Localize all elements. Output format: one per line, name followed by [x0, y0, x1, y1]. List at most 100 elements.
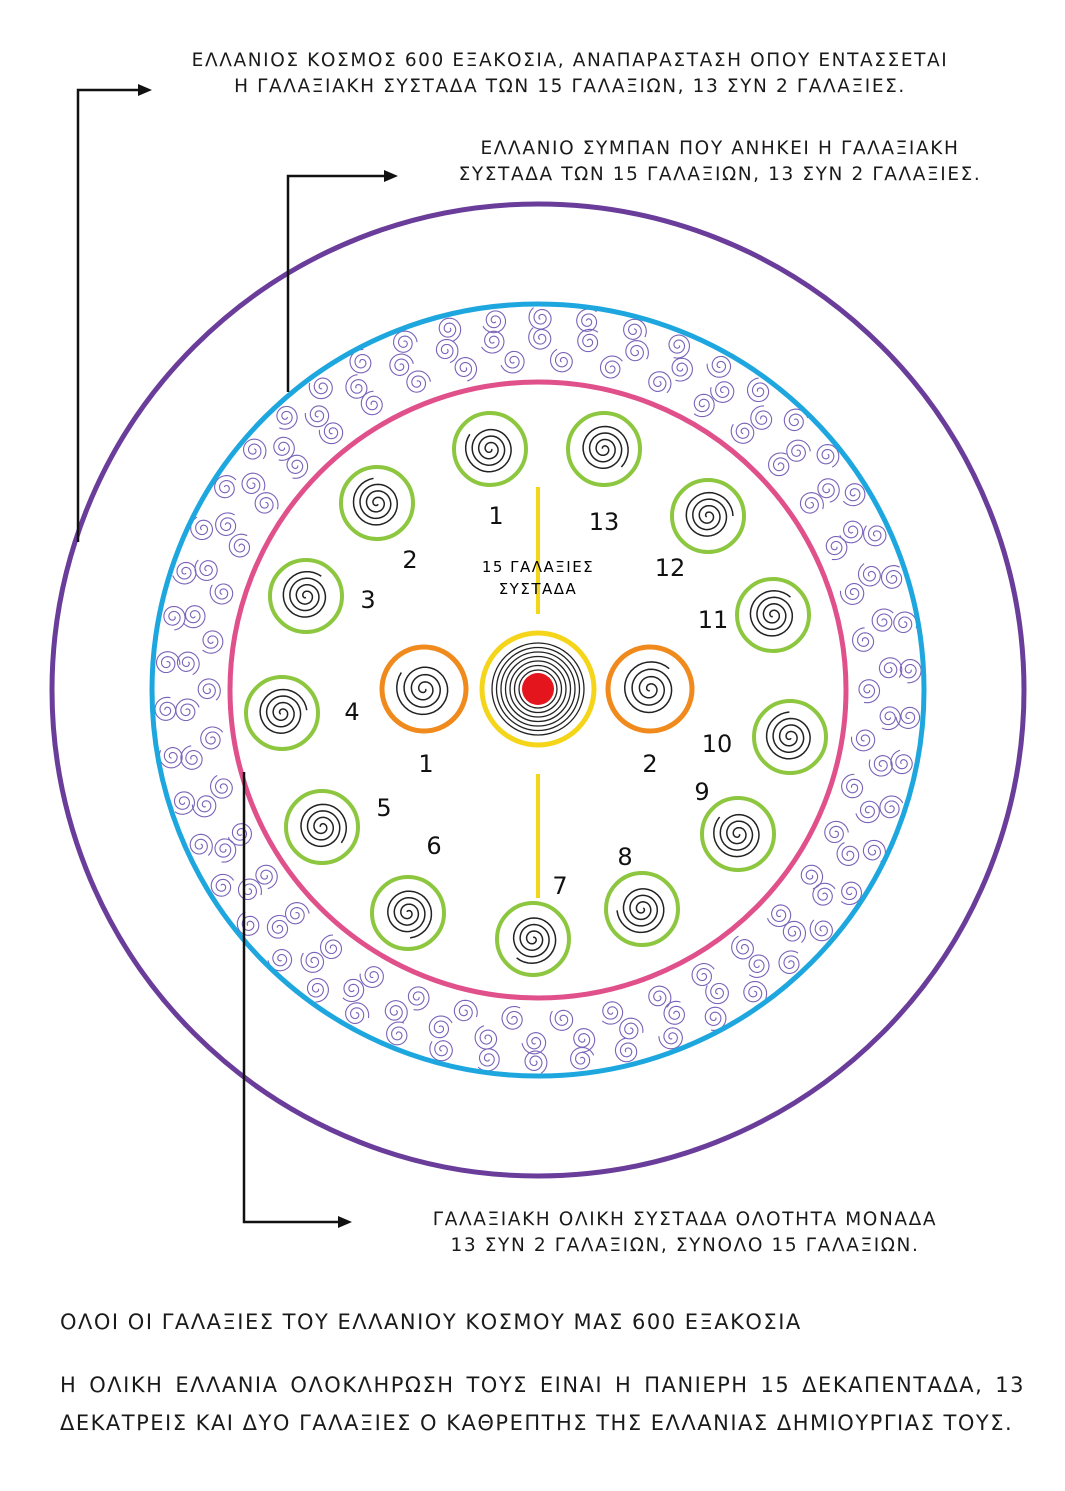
galaxy-ring — [495, 901, 571, 977]
center-label-line1: 15 ΓΑΛΑΞΙΕΣ — [482, 558, 594, 576]
swirl-mark — [743, 980, 768, 1003]
swirl-mark — [800, 864, 824, 890]
swirl-mark — [524, 1050, 548, 1074]
swirl-mark — [576, 308, 598, 332]
swirl-mark — [570, 1046, 595, 1070]
galaxy-number: 10 — [702, 730, 733, 758]
core-ring-line — [513, 664, 563, 714]
swirl-mark — [273, 436, 295, 461]
connector-outer — [76, 88, 140, 542]
swirl-mark — [573, 1028, 596, 1053]
swirl-mark — [601, 1001, 624, 1025]
swirl-mark — [319, 934, 343, 960]
swirl-mark — [438, 317, 462, 343]
swirl-mark — [276, 405, 298, 430]
swirl-mark — [342, 978, 365, 1003]
swirl-mark — [705, 982, 729, 1005]
galaxy-number: 6 — [426, 832, 441, 860]
swirl-mark — [619, 1017, 644, 1040]
swirl-mark — [706, 355, 732, 378]
swirl-mark — [778, 950, 800, 974]
swirl-mark — [349, 348, 372, 374]
swirl-mark — [393, 330, 418, 353]
galaxy-ring — [700, 796, 776, 872]
swirl-mark — [895, 706, 921, 729]
swirl-mark — [863, 525, 887, 547]
spiral-icon — [582, 425, 629, 470]
swirl-mark — [786, 439, 811, 462]
galaxy-ring — [244, 675, 320, 751]
swirl-mark — [648, 985, 672, 1008]
swirl-mark — [182, 605, 206, 629]
swirl-mark — [783, 408, 809, 432]
swirl-mark — [693, 393, 715, 418]
swirl-mark — [836, 842, 860, 866]
core-ring-line — [495, 646, 581, 732]
galaxy-ring — [268, 558, 344, 634]
caption-cosmos-line2: Η ΓΑΛΑΞΙΑΚΗ ΣΥΣΤΑΔΑ ΤΩΝ 15 ΓΑΛΑΞΙΩΝ, 13 … — [234, 76, 906, 97]
galaxy-number: 8 — [617, 843, 632, 871]
swirl-mark — [501, 1005, 523, 1030]
center-galaxy-ring — [379, 644, 469, 734]
swirl-mark — [671, 357, 693, 382]
center-label-line2: ΣΥΣΤΑΔΑ — [499, 580, 578, 598]
swirl-mark — [893, 611, 918, 634]
spiral-icon — [300, 803, 348, 848]
swirl-mark — [172, 561, 197, 585]
spiral-icon — [387, 890, 433, 939]
swirl-mark — [189, 833, 213, 856]
swirl-mark — [868, 755, 893, 777]
galaxy-ring — [452, 411, 528, 487]
swirl-mark — [879, 706, 901, 731]
galaxy-ring — [370, 875, 446, 951]
swirl-mark — [528, 307, 552, 330]
galaxy-ring — [752, 699, 828, 775]
swirl-mark — [236, 911, 260, 936]
swirl-mark — [197, 678, 221, 701]
galaxy-ring — [604, 871, 680, 947]
swirl-mark — [173, 791, 195, 815]
swirl-mark — [266, 914, 289, 939]
spiral-icon — [749, 590, 794, 637]
swirl-mark — [766, 904, 792, 928]
swirl-mark — [663, 1000, 685, 1025]
connector-mid — [286, 174, 386, 392]
swirl-mark — [855, 800, 880, 824]
swirl-mark — [500, 350, 525, 374]
arrow-head-mid — [384, 170, 398, 182]
swirl-mark — [176, 651, 200, 676]
swirl-mark — [750, 405, 773, 430]
swirl-mark — [389, 353, 414, 376]
swirl-mark — [155, 651, 181, 674]
spiral-icon — [512, 917, 557, 965]
swirl-mark — [241, 472, 266, 495]
swirl-mark — [704, 1006, 727, 1031]
caption-cluster: ΓΑΛΑΞΙΑΚΗ ΟΛΙΚΗ ΣΥΣΤΑΔΑ ΟΛΟΤΗΤΑ ΜΟΝΑΔΑ 1… — [355, 1207, 1015, 1259]
galaxy-ring — [670, 478, 746, 554]
caption-cosmos-line1: ΕΛΛΑΝΙΟΣ ΚΟΣΜΟΣ 600 ΕΞΑΚΟΣΙΑ, ΑΝΑΠΑΡΑΣΤΑ… — [191, 50, 949, 71]
swirl-mark — [799, 492, 824, 514]
swirl-mark — [880, 565, 903, 589]
spiral-icon — [623, 661, 673, 714]
swirl-mark — [407, 986, 430, 1011]
swirl-mark — [228, 533, 251, 558]
swirl-mark — [300, 951, 325, 973]
swirl-mark — [824, 820, 849, 844]
galaxy-number: 4 — [344, 698, 359, 726]
swirl-mark — [623, 318, 647, 340]
swirl-mark — [200, 726, 224, 750]
galaxy-number: 3 — [360, 586, 375, 614]
swirl-mark — [782, 920, 807, 943]
swirl-band — [154, 307, 922, 1074]
swirl-mark — [267, 948, 293, 972]
connector-inner — [242, 772, 340, 1224]
swirl-mark — [528, 327, 552, 350]
galaxy-number: 9 — [694, 778, 709, 806]
swirl-mark — [428, 1015, 453, 1039]
swirl-mark — [768, 452, 790, 477]
arrow-head-inner — [338, 1216, 352, 1228]
swirl-mark — [227, 823, 253, 846]
swirl-mark — [748, 954, 770, 978]
swirl-mark — [746, 377, 770, 403]
